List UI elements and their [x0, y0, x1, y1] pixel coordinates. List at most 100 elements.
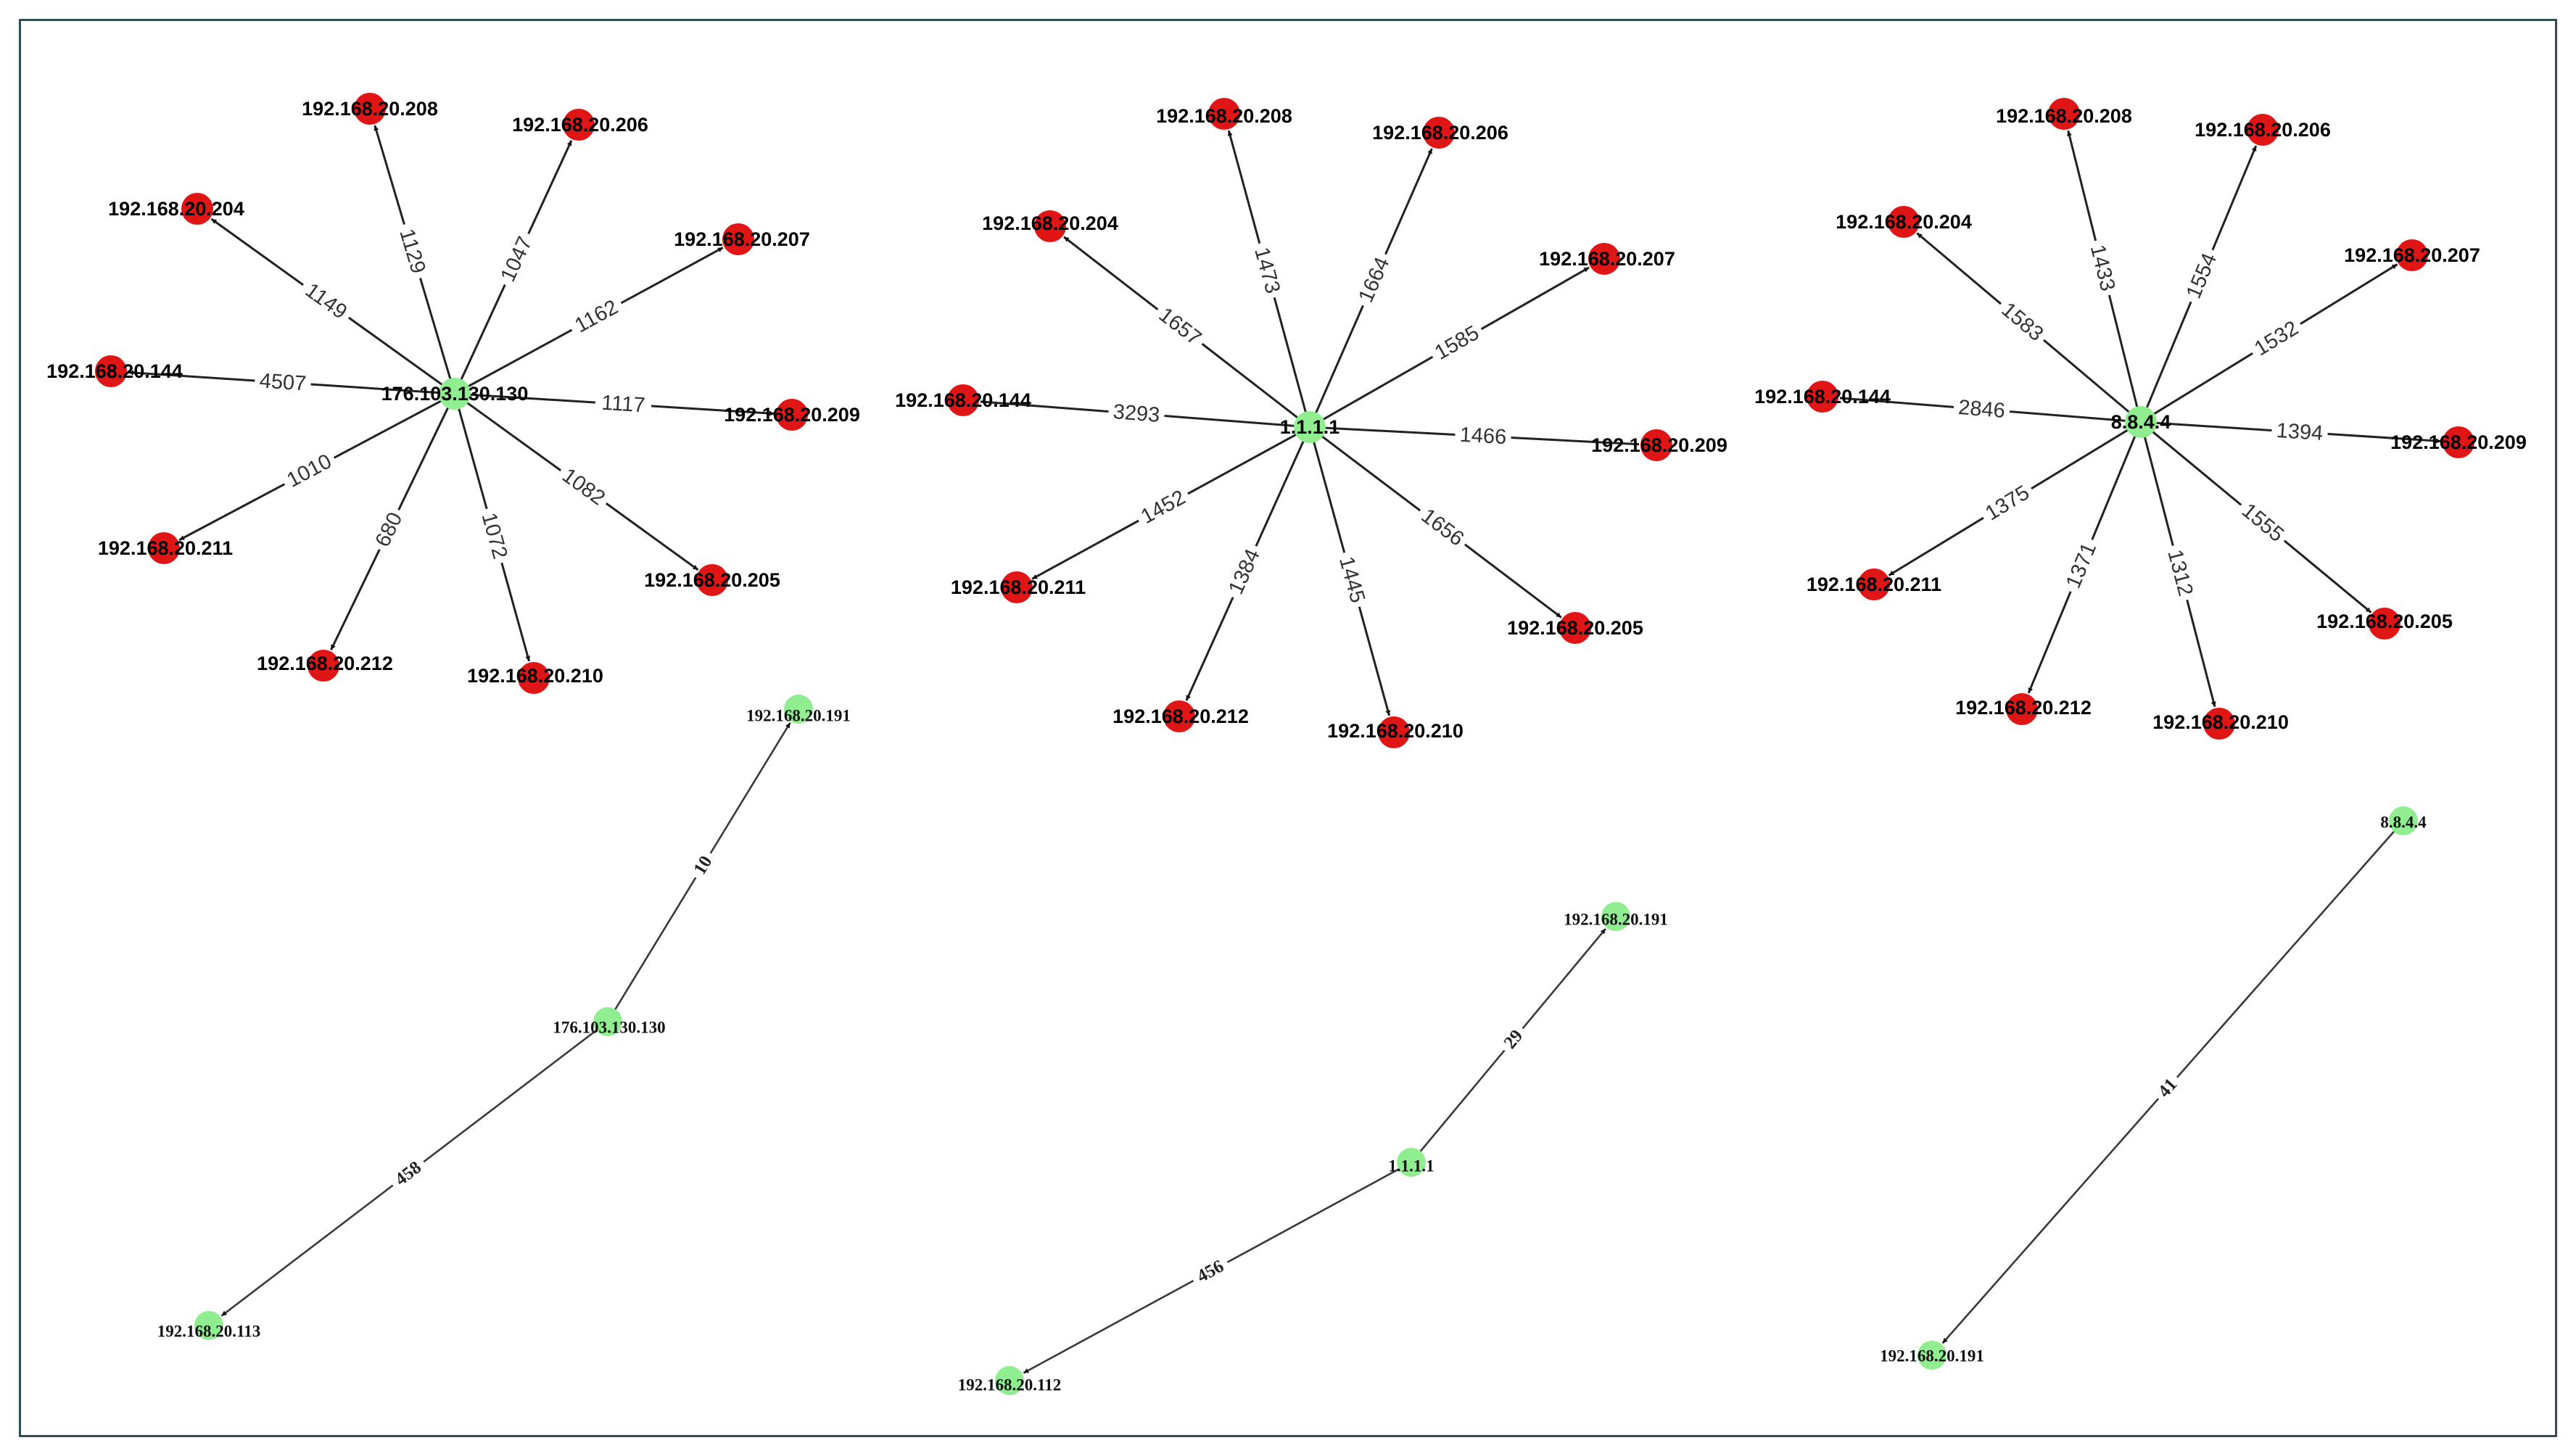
edge-weight-g6-192-168-20-191: 41 [2150, 1070, 2186, 1107]
node-label-g1-192-168-20-205: 192.168.20.205 [644, 569, 780, 591]
node-g1-192-168-20-208 [354, 93, 386, 125]
edge-weight-g4-192-168-20-191: 10 [686, 847, 720, 884]
node-label-g6-8-8-4-4: 8.8.4.4 [2380, 814, 2427, 832]
edge-weight-g2-192-168-20-144: 3293 [1107, 398, 1165, 429]
node-label-g1-192-168-20-208: 192.168.20.208 [302, 98, 438, 120]
edge-weight-label: 3293 [1112, 400, 1161, 427]
edge-weight-label: 1117 [600, 392, 645, 418]
node-label-g2-192-168-20-208: 192.168.20.208 [1156, 105, 1292, 127]
node-g2-192-168-20-212 [1163, 700, 1195, 732]
edge-weight-g2-192-168-20-212: 1384 [1221, 540, 1268, 603]
edge-weight-label: 1433 [2086, 242, 2120, 293]
edge-weight-g1-192-168-20-208: 1129 [392, 220, 433, 282]
node-label-g1-192-168-20-206: 192.168.20.206 [512, 114, 648, 136]
node-label-g3-192-168-20-207: 192.168.20.207 [2344, 244, 2480, 266]
node-g2-1-1-1-1 [1294, 411, 1326, 443]
node-g1-192-168-20-212 [307, 650, 339, 682]
node-g1-192-168-20-204 [181, 193, 213, 225]
edge-weight-g2-192-168-20-208: 1473 [1247, 239, 1287, 302]
node-g5-1-1-1-1 [1397, 1148, 1426, 1177]
node-g1-192-168-20-210 [518, 662, 550, 694]
node-label-g5-192-168-20-112: 192.168.20.112 [958, 1376, 1061, 1394]
edge-weight-label: 1312 [2163, 547, 2197, 598]
node-label-g2-192-168-20-211: 192.168.20.211 [951, 576, 1086, 598]
edge-weight-g2-192-168-20-206: 1664 [1351, 249, 1398, 311]
node-label-g3-192-168-20-205: 192.168.20.205 [2316, 611, 2453, 632]
node-label-g3-192-168-20-211: 192.168.20.211 [1807, 574, 1941, 595]
node-g2-192-168-20-204 [1034, 210, 1066, 242]
edge-weight-g5-192-168-20-191: 29 [1495, 1021, 1532, 1058]
node-g2-192-168-20-211 [1001, 571, 1033, 603]
node-g4-176-103-130-130 [593, 1007, 622, 1036]
node-g6-8-8-4-4 [2389, 806, 2418, 835]
edge-weight-g2-192-168-20-209: 1466 [1454, 421, 1512, 451]
edge-weight-g3-192-168-20-212: 1371 [2058, 534, 2105, 597]
node-label-g2-192-168-20-205: 192.168.20.205 [1507, 617, 1643, 639]
node-g3-192-168-20-209 [2443, 426, 2474, 458]
edge-weight-g2-192-168-20-210: 1445 [1332, 549, 1372, 611]
edge-weight-g1-192-168-20-206: 1047 [492, 228, 541, 291]
node-g4-192-168-20-191 [784, 695, 813, 724]
node-label-g2-192-168-20-210: 192.168.20.210 [1327, 720, 1464, 742]
node-g2-192-168-20-144 [947, 384, 979, 416]
node-g3-192-168-20-204 [1888, 206, 1920, 238]
node-g2-192-168-20-205 [1559, 612, 1591, 644]
edge-weight-g5-192-168-20-112: 456 [1188, 1252, 1233, 1291]
node-label-g5-192-168-20-191: 192.168.20.191 [1564, 911, 1668, 929]
node-label-g1-192-168-20-209: 192.168.20.209 [724, 404, 860, 426]
edge-weight-g3-192-168-20-208: 1433 [2083, 237, 2122, 299]
node-label-g1-192-168-20-212: 192.168.20.212 [257, 653, 393, 674]
edge-weight-g3-192-168-20-209: 1394 [2271, 417, 2329, 447]
node-g2-192-168-20-207 [1588, 243, 1620, 275]
edge-weight-g1-192-168-20-204: 1149 [295, 274, 357, 328]
node-label-g4-192-168-20-113: 192.168.20.113 [157, 1323, 260, 1341]
edge-weight-label: 4507 [259, 369, 307, 395]
node-g3-192-168-20-211 [1858, 568, 1890, 600]
node-g1-176-103-130-130 [439, 378, 471, 410]
node-label-g3-192-168-20-212: 192.168.20.212 [1955, 697, 2092, 719]
node-g2-192-168-20-209 [1640, 429, 1672, 461]
node-g1-192-168-20-205 [696, 564, 728, 596]
node-label-g1-192-168-20-204: 192.168.20.204 [108, 198, 244, 220]
edge-weight-g1-192-168-20-211: 1010 [278, 446, 341, 496]
node-label-g1-192-168-20-211: 192.168.20.211 [98, 537, 233, 559]
node-label-g3-8-8-4-4: 8.8.4.4 [2111, 411, 2171, 433]
node-g5-192-168-20-112 [995, 1366, 1024, 1395]
edge-weight-g1-192-168-20-207: 1162 [565, 291, 628, 342]
edge-weight-g3-192-168-20-210: 1312 [2160, 542, 2200, 603]
node-g3-8-8-4-4 [2125, 406, 2157, 438]
edge-weight-g1-192-168-20-210: 1072 [474, 505, 515, 567]
edge-weight-g1-192-168-20-212: 680 [368, 504, 410, 555]
node-label-g3-192-168-20-210: 192.168.20.210 [2152, 711, 2289, 733]
node-label-g1-192-168-20-207: 192.168.20.207 [674, 228, 810, 250]
edge-weight-label: 1010 [284, 450, 336, 492]
node-label-g3-192-168-20-144: 192.168.20.144 [1754, 386, 1891, 408]
node-label-g2-192-168-20-144: 192.168.20.144 [895, 389, 1031, 411]
node-label-g2-192-168-20-204: 192.168.20.204 [982, 212, 1118, 234]
edge-weight-g2-192-168-20-204: 1657 [1149, 299, 1210, 355]
node-g5-192-168-20-191 [1601, 902, 1630, 931]
node-label-g6-192-168-20-191: 192.168.20.191 [1880, 1347, 1984, 1365]
node-label-g5-1-1-1-1: 1.1.1.1 [1388, 1157, 1434, 1175]
edge-weight-g4-192-168-20-113: 458 [386, 1152, 431, 1195]
edge-weight-label: 1394 [2276, 419, 2324, 445]
edge-weight-g3-192-168-20-144: 2846 [1952, 394, 2011, 425]
node-label-g4-192-168-20-191: 192.168.20.191 [746, 707, 851, 725]
node-g2-192-168-20-206 [1423, 117, 1455, 149]
node-label-g1-192-168-20-210: 192.168.20.210 [467, 665, 603, 687]
node-g3-192-168-20-212 [2006, 693, 2038, 725]
node-g3-192-168-20-144 [1807, 381, 1838, 413]
edge-weight-g3-192-168-20-211: 1375 [1976, 477, 2039, 529]
node-g3-192-168-20-206 [2247, 114, 2279, 146]
node-g1-192-168-20-206 [563, 109, 595, 141]
node-label-g1-176-103-130-130: 176.103.130.130 [381, 383, 529, 405]
edge-weight-label: 1452 [1137, 486, 1189, 529]
node-label-g2-1-1-1-1: 1.1.1.1 [1280, 416, 1340, 438]
edge-weight-g3-192-168-20-206: 1554 [2179, 244, 2225, 307]
edge-weight-label: 1585 [1431, 321, 1483, 365]
node-g1-192-168-20-207 [722, 223, 754, 255]
edge-weight-g1-192-168-20-144: 4507 [254, 368, 312, 397]
edge-weight-g2-192-168-20-205: 1656 [1412, 500, 1473, 555]
edge-weight-g3-192-168-20-204: 1583 [1992, 294, 2052, 350]
